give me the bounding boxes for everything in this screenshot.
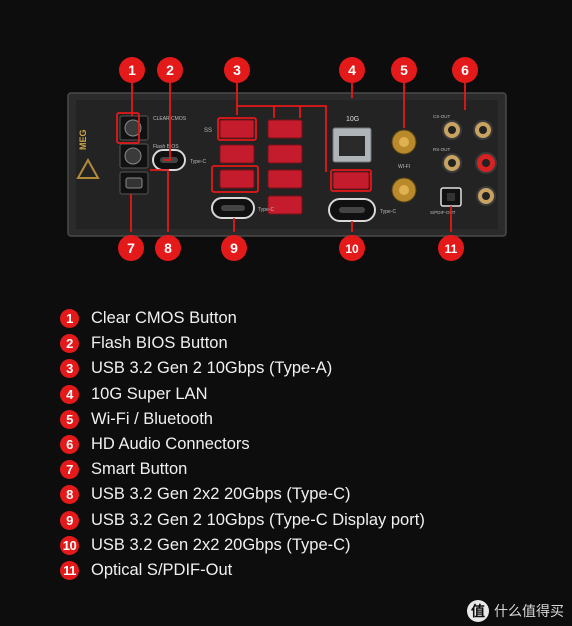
legend-label: 10G Super LAN [91,384,208,403]
legend-label: HD Audio Connectors [91,435,250,454]
optical-spdif-port[interactable] [440,187,462,207]
legend-item-flash-bios: 2 Flash BIOS Button [60,331,425,356]
usb-c-port-20gbps-right[interactable] [328,198,376,222]
legend-item-usb-a: 3 USB 3.2 Gen 2 10Gbps (Type-A) [60,356,425,381]
callout-marker-2: 2 [157,57,183,83]
svg-text:8: 8 [164,240,172,256]
legend-label: USB 3.2 Gen 2x2 20Gbps (Type-C) [91,485,351,504]
legend-number-9: 9 [60,510,79,530]
svg-text:3: 3 [233,62,241,78]
callout-marker-10: 10 [339,235,365,261]
legend-item-usb-c-20g-2: 10 USB 3.2 Gen 2x2 20Gbps (Type-C) [60,533,425,558]
callout-markers: 1 2 3 4 5 6 7 8 9 10 11 [118,57,478,261]
watermark-text: 什么值得买 [494,603,564,619]
legend-number-10: 10 [60,535,79,555]
legend-label: Wi-Fi / Bluetooth [91,409,213,428]
legend-number-11: 11 [60,560,79,580]
usb-a-port-grid[interactable] [219,119,370,215]
legend-number-6: 6 [60,435,79,455]
legend-number-3: 3 [60,359,79,379]
svg-text:5: 5 [400,62,408,78]
legend-item-usb-c-display: 9 USB 3.2 Gen 2 10Gbps (Type-C Display po… [60,508,425,533]
legend-item-usb-c-20g: 8 USB 3.2 Gen 2x2 20Gbps (Type-C) [60,482,425,507]
legend-label: USB 3.2 Gen 2 10Gbps (Type-C Display por… [91,510,425,529]
callout-marker-1: 1 [119,57,145,83]
lan-port-10g[interactable] [332,127,372,163]
clear-cmos-button[interactable] [119,115,149,141]
legend-item-audio: 6 HD Audio Connectors [60,432,425,457]
svg-text:9: 9 [230,240,238,256]
callout-marker-8: 8 [155,235,181,261]
legend-item-smart-button: 7 Smart Button [60,457,425,482]
lan-label: 10G [346,116,359,123]
svg-text:2: 2 [166,62,174,78]
legend-number-8: 8 [60,485,79,505]
usb-ss-label: SS [204,128,212,134]
spdif-label: S/PDIF-OUT [430,210,456,215]
legend-label: USB 3.2 Gen 2x2 20Gbps (Type-C) [91,535,351,554]
usbc-label-display: Type-C [258,207,275,213]
legend-label: Optical S/PDIF-Out [91,560,233,579]
callout-marker-11: 11 [438,235,464,261]
legend-label: Smart Button [91,460,188,479]
legend-number-4: 4 [60,384,79,404]
usbc-label-right: Type-C [380,209,397,215]
meg-logo-text: MEG [78,129,88,150]
audio-jacks[interactable] [442,120,497,206]
legend-number-5: 5 [60,409,79,429]
wifi-antenna-connectors[interactable] [391,129,417,203]
legend-label: Clear CMOS Button [91,309,237,328]
legend-item-wifi: 5 Wi-Fi / Bluetooth [60,407,425,432]
legend-number-7: 7 [60,460,79,480]
io-panel-diagram: MEG CLEAR CMOS Flash BIOS Type-C SS Type… [67,57,507,261]
legend-item-clear-cmos: 1 Clear CMOS Button [60,306,425,331]
svg-text:10: 10 [345,242,359,256]
flash-bios-button[interactable] [119,143,149,169]
callout-marker-3: 3 [224,57,250,83]
flash-bios-label: Flash BIOS [153,144,179,150]
legend-label: Flash BIOS Button [91,334,228,353]
audio-label-cs-out: CS-OUT [433,114,450,119]
svg-text:6: 6 [461,62,469,78]
wifi-label: WI-FI [398,164,410,170]
legend-label: USB 3.2 Gen 2 10Gbps (Type-A) [91,359,333,378]
svg-text:1: 1 [128,62,136,78]
svg-text:4: 4 [348,62,356,78]
svg-text:7: 7 [127,240,135,256]
legend-item-lan: 4 10G Super LAN [60,382,425,407]
callout-marker-4: 4 [339,57,365,83]
site-watermark: 值 什么值得买 [467,600,564,622]
svg-text:11: 11 [445,242,458,256]
callout-marker-7: 7 [118,235,144,261]
callout-marker-6: 6 [452,57,478,83]
usbc-label-left: Type-C [190,159,207,165]
callout-marker-9: 9 [221,235,247,261]
usb-c-port-display[interactable] [211,197,255,219]
audio-label-rs-out: RS-OUT [433,147,450,152]
legend-number-1: 1 [60,309,79,329]
callout-leaders [116,82,466,232]
legend-number-2: 2 [60,334,79,354]
callout-marker-5: 5 [391,57,417,83]
watermark-logo-icon: 值 [467,600,489,622]
smart-button[interactable] [119,171,149,195]
meg-logo: MEG [76,129,100,179]
legend-item-spdif: 11 Optical S/PDIF-Out [60,558,425,583]
